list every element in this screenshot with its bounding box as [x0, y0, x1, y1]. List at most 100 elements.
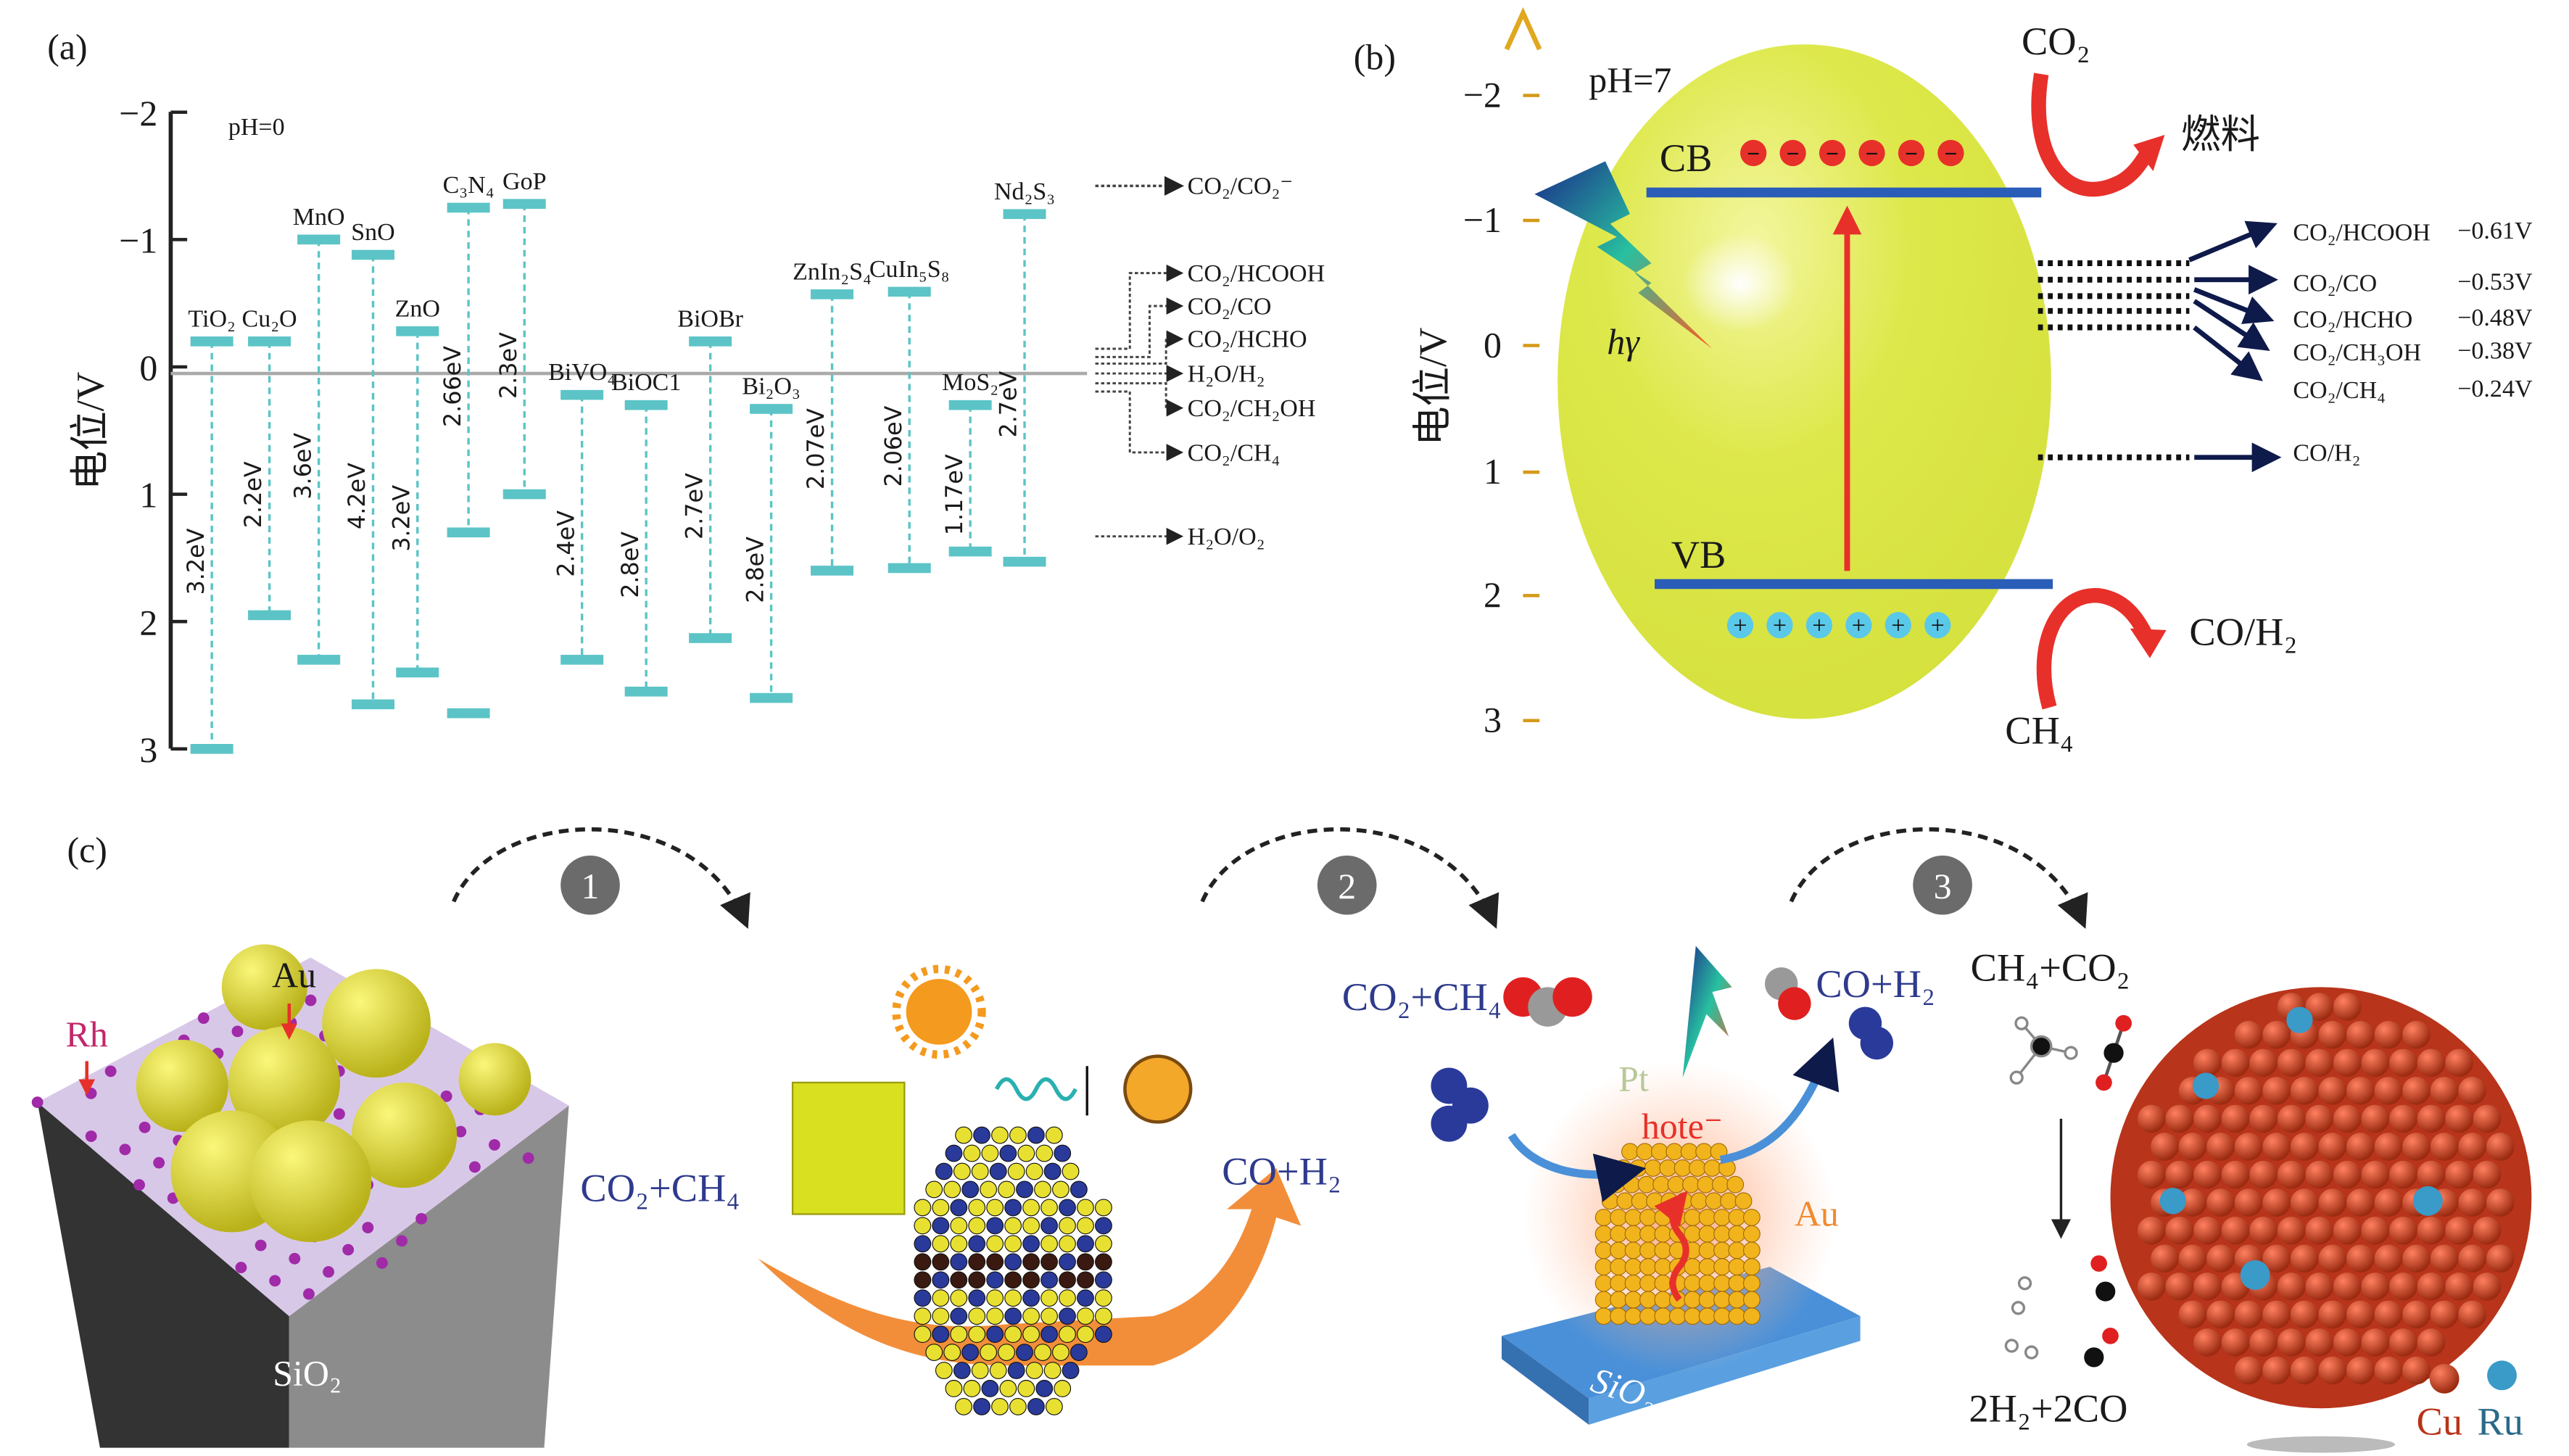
hot-electron-illustration: CO₂+CH₄ CO+H₂ Pt hote⁻ Au SiO₂ [1342, 946, 1935, 1425]
band-gap-label: 3.2eV [389, 485, 415, 552]
electron-icon [1937, 139, 1964, 167]
lattice-atom [963, 1380, 981, 1397]
cu-atom [2361, 1160, 2390, 1189]
au-atom [1705, 1192, 1723, 1210]
cu-atom [2346, 1244, 2375, 1273]
au-atom [1639, 1225, 1657, 1243]
lattice-atom [986, 1325, 1004, 1344]
au-atom [1713, 1225, 1731, 1243]
rh-particle [153, 1157, 165, 1169]
lattice-atom [935, 1162, 953, 1180]
material-name: Cu₂O [242, 305, 297, 332]
cu-atom [2290, 1077, 2319, 1105]
ph-label-b: pH=7 [1589, 60, 1671, 100]
au-atom [1594, 1307, 1613, 1325]
lightning-icon [1534, 161, 1713, 349]
rh-particle [333, 1108, 345, 1120]
cu-atom [2430, 1077, 2459, 1105]
lattice-atom [1077, 1217, 1094, 1235]
panel-b-label: (b) [1354, 37, 1396, 77]
material-8: BiOC1 2.8eV [611, 369, 681, 697]
lattice-atom [986, 1199, 1004, 1217]
reduction-potential: −0.61V [2457, 218, 2533, 244]
au-atom [1654, 1225, 1672, 1243]
cb-bar [689, 336, 732, 347]
cu-atom [2333, 1328, 2362, 1357]
ru-atoms [2159, 1006, 2443, 1290]
reduction-couple: CO₂/HCHO [2293, 307, 2412, 334]
lattice-atom [961, 1344, 980, 1361]
svg-text:2: 2 [1338, 866, 1356, 906]
cu-atom [2318, 1244, 2347, 1273]
cu-atom [2137, 1104, 2166, 1133]
band-gap-label: 2.8eV [618, 531, 644, 598]
cu-atom [2445, 1048, 2473, 1077]
lightning-icon-c [1682, 946, 1732, 1078]
lattice-atom [999, 1380, 1017, 1397]
vb-bar [352, 699, 395, 710]
lattice-atom [1045, 1126, 1063, 1144]
au-atom [1616, 1192, 1634, 1210]
cu-atom [2305, 1160, 2333, 1189]
pt-label: Pt [1618, 1059, 1649, 1099]
cu-atom [2290, 1244, 2319, 1273]
band-gap-label: 3.2eV [183, 528, 210, 595]
material-name: BiOC1 [611, 369, 681, 396]
cu-label: Cu [2417, 1399, 2463, 1444]
cu-atom [2305, 1273, 2333, 1301]
ch4-molecule [1431, 1067, 1489, 1142]
au-atom [1652, 1175, 1670, 1194]
rh-particle [376, 1257, 388, 1269]
rh-particle [342, 1244, 355, 1256]
au-atom [1726, 1175, 1745, 1194]
cu-atom [2234, 1356, 2263, 1385]
cu-atom [2333, 1273, 2362, 1301]
lattice-atom [1004, 1253, 1022, 1271]
cu-atom [2333, 1048, 2362, 1077]
cu-atom [2290, 1356, 2319, 1385]
cu-atom [2473, 1104, 2502, 1133]
cb-bar [560, 389, 604, 400]
cu-atom [2374, 1244, 2403, 1273]
h2-molecules [2004, 1276, 2039, 1360]
reduction-arrows [2038, 220, 2282, 473]
lattice-atom [1041, 1289, 1058, 1307]
lattice-atom [1052, 1344, 1070, 1361]
au-atom [1742, 1307, 1761, 1325]
au-atom [1654, 1307, 1672, 1325]
band-gap-label: 2.06eV [881, 405, 907, 487]
au-atom [1728, 1274, 1746, 1292]
au-atom [1689, 1159, 1706, 1177]
co-h2-couple: CO/H₂ [2293, 439, 2360, 466]
cu-atom [2473, 1216, 2502, 1245]
au-atom [1742, 1291, 1761, 1309]
shadow [2246, 1436, 2396, 1453]
band-gap-label: 3.6eV [290, 433, 316, 500]
svg-text:3: 3 [1934, 866, 1952, 906]
y-tick-label: −1 [119, 221, 157, 261]
electron-sign: − [1905, 141, 1918, 166]
co-molecules [2084, 1255, 2119, 1368]
material-name: ZnIn₂S₄ [793, 258, 872, 285]
lattice-atom [1077, 1199, 1094, 1217]
lattice-atom [1034, 1180, 1051, 1199]
au-atom [1698, 1209, 1716, 1226]
vb-bar [248, 610, 291, 621]
cb-label: CB [1660, 136, 1713, 180]
cu-atom [2318, 1077, 2347, 1105]
lattice-atom [1022, 1217, 1040, 1235]
au-atom [1698, 1307, 1716, 1325]
lattice-atom [1062, 1162, 1080, 1180]
au-atom [1682, 1175, 1700, 1194]
y-tick-label: 1 [139, 476, 157, 516]
lattice-atom [1059, 1235, 1076, 1253]
au-atom [1610, 1241, 1628, 1259]
lattice-atom [1017, 1380, 1035, 1397]
lattice-atom [986, 1307, 1004, 1325]
lattice-atom [986, 1235, 1004, 1253]
materials: TiO₂3.2eVCu₂O2.2eVMnO3.6eVSnO4.2eVZnO3.2… [183, 168, 1055, 754]
au-atom [1728, 1291, 1746, 1309]
au-atom [1728, 1258, 1746, 1275]
au-rh-sio2-illustration: Rh Au SiO₂ [31, 944, 569, 1448]
